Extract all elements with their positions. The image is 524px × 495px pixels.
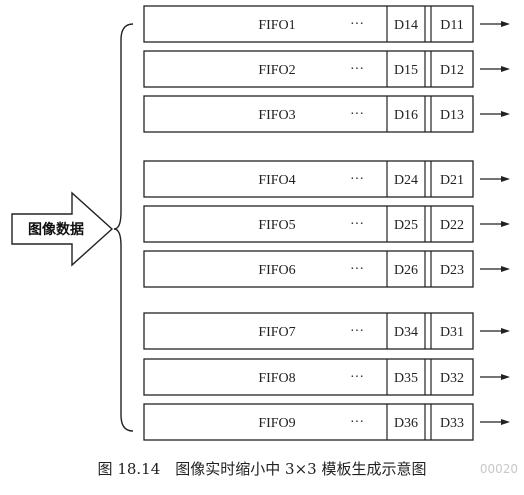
fifo-row: FIFO9 ··· D36 D33 [143,403,510,441]
fifo-box [143,250,474,288]
watermark: 00020 [479,462,518,476]
brace [113,23,134,432]
ellipsis: ··· [350,172,364,187]
figure-caption: 图 18.14 图像实时缩小中 3×3 模板生成示意图 [97,460,427,478]
ellipsis: ··· [350,107,364,122]
fifo-name: FIFO8 [258,371,295,386]
ellipsis: ··· [350,17,364,32]
output-arrowhead [501,221,510,227]
output-arrowhead [501,176,510,182]
fifo-box [143,95,474,133]
ellipsis: ··· [350,62,364,77]
ellipsis: ··· [350,370,364,385]
fifo-row: FIFO3 ··· D16 D13 [143,95,510,133]
cell-label: D33 [440,416,464,431]
output-arrowhead [501,374,510,380]
ellipsis: ··· [350,324,364,339]
fifo-box [143,50,474,88]
output-arrowhead [501,266,510,272]
fifo-row: FIFO6 ··· D26 D23 [143,250,510,288]
cell-label: D24 [394,173,418,188]
cell-label: D14 [394,18,418,33]
output-arrowhead [501,21,510,27]
cell-label: D34 [394,325,418,340]
ellipsis: ··· [350,217,364,232]
fifo-row: FIFO5 ··· D25 D22 [143,205,510,243]
cell-label: D21 [440,173,464,188]
cell-label: D16 [394,108,418,123]
input-arrow-label: 图像数据 [28,221,84,238]
fifo-name: FIFO4 [258,173,295,188]
fifo-box [143,403,474,441]
input-arrow-shape [11,191,114,267]
fifo-row: FIFO1 ··· D14 D11 [143,5,510,43]
input-arrow: 图像数据 [11,191,114,267]
cell-label: D35 [394,371,418,386]
fifo-name: FIFO6 [258,263,295,278]
cell-label: D13 [440,108,464,123]
cell-label: D31 [440,325,464,340]
fifo-box [143,205,474,243]
fifo-row: FIFO8 ··· D35 D32 [143,358,510,396]
fifo-row: FIFO4 ··· D24 D21 [143,160,510,198]
fifo-box [143,312,474,350]
output-arrowhead [501,328,510,334]
fifo-name: FIFO1 [258,18,295,33]
output-arrowhead [501,419,510,425]
cell-label: D36 [394,416,418,431]
cell-label: D32 [440,371,464,386]
fifo-name: FIFO5 [258,218,295,233]
fifo-box [143,358,474,396]
cell-label: D12 [440,63,464,78]
fifo-row: FIFO2 ··· D15 D12 [143,50,510,88]
fifo-name: FIFO3 [258,108,295,123]
output-arrowhead [501,111,510,117]
cell-label: D11 [440,18,464,33]
ellipsis: ··· [350,415,364,430]
fifo-box [143,160,474,198]
cell-label: D15 [394,63,418,78]
ellipsis: ··· [350,262,364,277]
cell-label: D26 [394,263,418,278]
output-arrowhead [501,66,510,72]
fifo-name: FIFO2 [258,63,295,78]
fifo-name: FIFO7 [258,325,295,340]
cell-label: D22 [440,218,464,233]
fifo-box [143,5,474,43]
fifo-row: FIFO7 ··· D34 D31 [143,312,510,350]
fifo-name: FIFO9 [258,416,295,431]
cell-label: D25 [394,218,418,233]
cell-label: D23 [440,263,464,278]
